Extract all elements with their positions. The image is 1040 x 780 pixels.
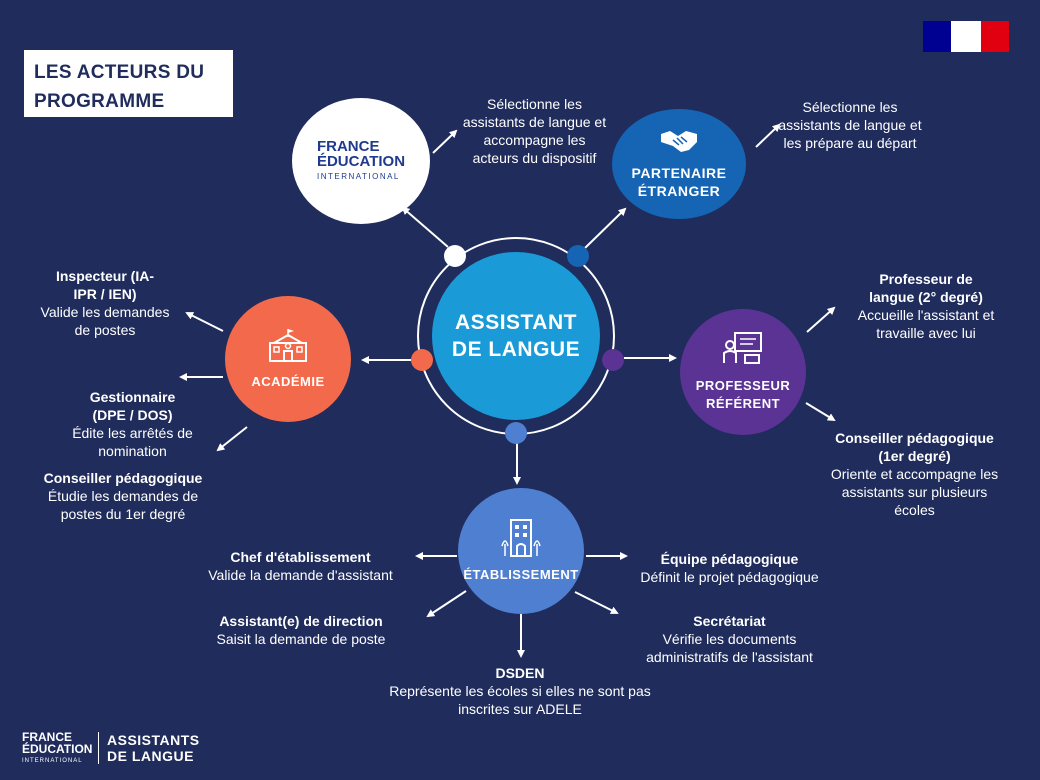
etab-dsden-title: DSDEN — [495, 665, 545, 681]
fei-logo-line3: INTERNATIONAL — [316, 171, 400, 181]
footer-left-line1: FRANCE — [22, 730, 72, 744]
arrow-fei-desc — [432, 129, 458, 154]
title-box — [24, 50, 233, 117]
dot-professeur — [602, 349, 624, 371]
flag-icon — [923, 21, 1009, 52]
arrow-acad-role3 — [216, 426, 248, 452]
professeur-role2: Conseiller pédagogique (1er degré) Orien… — [822, 429, 1007, 519]
partenaire-label: PARTENAIRE ÉTRANGER — [631, 165, 727, 199]
etab-dsden: DSDEN Représente les écoles si elles ne … — [370, 664, 670, 718]
dot-academie — [411, 349, 433, 371]
academie-role3-title: Conseiller pédagogique — [43, 470, 203, 486]
footer-left-line2: ÉDUCATION — [22, 742, 93, 756]
etab-equipe-title: Équipe pédagogique — [660, 551, 799, 567]
handshake-icon — [661, 131, 697, 152]
etab-equipe: Équipe pédagogique Définit le projet péd… — [612, 550, 847, 586]
academie-role3: Conseiller pédagogique Étudie les demand… — [28, 469, 218, 523]
academie-role2-title: Gestionnaire (DPE / DOS) — [89, 389, 176, 423]
etab-chef: Chef d'établissement Valide la demande d… — [188, 548, 413, 584]
etab-chef-desc: Valide la demande d'assistant — [208, 567, 393, 583]
etab-assistant-desc: Saisit la demande de poste — [216, 631, 386, 647]
professeur-role1: Professeur de langue (2° degré) Accueill… — [836, 270, 1016, 342]
etab-chef-title: Chef d'établissement — [230, 549, 371, 565]
dot-partenaire — [567, 245, 589, 267]
teacher-board-icon — [723, 332, 762, 364]
etab-assistant-title: Assistant(e) de direction — [219, 613, 383, 629]
partenaire-desc: Sélectionne les assistants de langue et … — [778, 99, 922, 151]
etab-secretariat: Secrétariat Vérifie les documents admini… — [622, 612, 837, 666]
academie-role1: Inspecteur (IA-IPR / IEN) Valide les dem… — [30, 267, 180, 339]
etablissement-node: ÉTABLISSEMENT — [458, 488, 584, 614]
etablissement-label: ÉTABLISSEMENT — [463, 567, 579, 582]
etab-secretariat-desc: Vérifie les documents administratifs de … — [646, 631, 813, 665]
footer-right-line2: DE LANGUE — [107, 748, 194, 764]
fei-logo-line1: FRANCE — [316, 137, 380, 155]
professeur-node: PROFESSEUR RÉFÉRENT — [680, 309, 806, 435]
footer-assistants-logo: ASSISTANTS DE LANGUE — [107, 732, 200, 764]
professeur-role2-title: Conseiller pédagogique (1er degré) — [835, 430, 994, 464]
etab-dsden-desc: Représente les écoles si elles ne sont p… — [389, 683, 651, 717]
page-title: LES ACTEURS DU PROGRAMME — [34, 62, 205, 112]
footer-divider — [98, 732, 99, 764]
arrow-to-fei — [401, 206, 449, 248]
fei-node: FRANCE ÉDUCATION INTERNATIONAL — [292, 98, 430, 224]
center-label: ASSISTANT DE LANGUE — [451, 311, 581, 361]
etab-assistant: Assistant(e) de direction Saisit la dema… — [196, 612, 406, 648]
arrow-etab-assistant — [426, 590, 467, 618]
academie-role1-title: Inspecteur (IA-IPR / IEN) — [55, 268, 154, 302]
partenaire-node: PARTENAIRE ÉTRANGER — [612, 109, 746, 219]
arrow-etab-secretariat — [574, 591, 619, 614]
arrow-to-partenaire — [584, 207, 627, 249]
arrow-partenaire-desc — [755, 123, 781, 148]
buildings-icon — [501, 519, 541, 557]
center-node: ASSISTANT DE LANGUE — [432, 252, 600, 420]
fei-logo: FRANCE ÉDUCATION INTERNATIONAL — [317, 139, 405, 184]
academie-role3-desc: Étudie les demandes de postes du 1er deg… — [47, 488, 199, 522]
school-icon — [269, 329, 307, 362]
academie-role2: Gestionnaire (DPE / DOS) Édite les arrêt… — [45, 388, 220, 460]
academie-node: ACADÉMIE — [225, 296, 351, 422]
footer-right-line1: ASSISTANTS — [107, 732, 200, 748]
academie-label: ACADÉMIE — [251, 374, 325, 389]
arrow-prof-role2 — [805, 402, 836, 422]
arrow-acad-role1 — [185, 312, 224, 332]
dot-etablissement — [505, 422, 527, 444]
fei-logo-line2: ÉDUCATION — [316, 152, 406, 170]
academie-role2-desc: Édite les arrêtés de nomination — [72, 425, 193, 459]
academie-role1-desc: Valide les demandes de postes — [40, 304, 170, 338]
etab-secretariat-title: Secrétariat — [693, 613, 766, 629]
fei-desc: Sélectionne les assistants de langue et … — [462, 96, 607, 166]
dot-fei — [444, 245, 466, 267]
arrow-prof-role1 — [806, 306, 836, 333]
professeur-role1-title: Professeur de langue (2° degré) — [869, 271, 983, 305]
professeur-label: PROFESSEUR RÉFÉRENT — [695, 378, 791, 411]
footer-fei-logo: FRANCE ÉDUCATION INTERNATIONAL — [22, 731, 92, 767]
etab-equipe-desc: Définit le projet pédagogique — [640, 569, 819, 585]
professeur-role2-desc: Oriente et accompagne les assistants sur… — [830, 466, 999, 518]
professeur-role1-desc: Accueille l'assistant et travaille avec … — [857, 307, 995, 341]
footer-left-line3: INTERNATIONAL — [22, 758, 83, 764]
